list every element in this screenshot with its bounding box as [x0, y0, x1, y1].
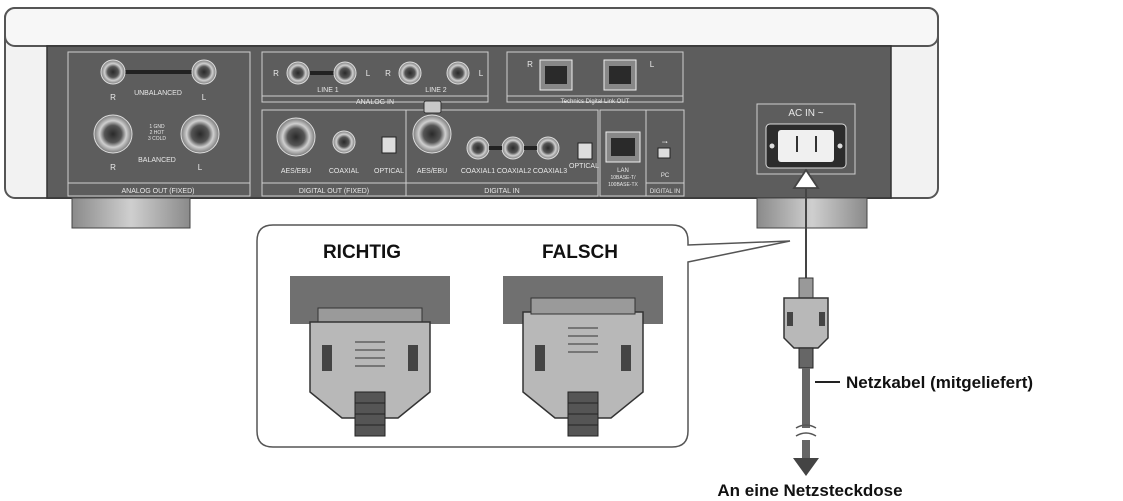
line1-r-mark: R [273, 69, 279, 78]
coaxial1-label: COAXIAL1 [461, 168, 495, 175]
coaxial1-jack [466, 136, 490, 160]
pin-legend-1: 1 GND [149, 124, 165, 130]
line1-l-mark: L [366, 69, 371, 78]
outlet-label: An eine Netzsteckdose [717, 481, 902, 500]
coaxial-out-jack [332, 130, 356, 154]
left-foot [71, 197, 191, 229]
line1-r-jack [286, 61, 310, 85]
lan-spec-1: 10BASE-T/ [610, 175, 636, 181]
analog-in-label: ANALOG IN [356, 99, 394, 106]
usb-icon: ⭬ [662, 138, 668, 147]
pc-usb-port [657, 147, 671, 159]
balanced-r-mark: R [110, 163, 116, 172]
aes-ebu-out-label: AES/EBU [281, 168, 311, 175]
line2-l-jack [446, 61, 470, 85]
plug-orientation-callout: RICHTIG FALSCH [256, 224, 791, 448]
coaxial3-jack [536, 136, 560, 160]
line2-r-jack [398, 61, 422, 85]
optical-out-port [381, 136, 397, 154]
lan-label: LAN [617, 168, 629, 174]
coaxial3-label: COAXIAL3 [533, 168, 567, 175]
lan-spec-2: 100BASE-TX [608, 182, 638, 188]
aes-ebu-in-label: AES/EBU [417, 168, 447, 175]
link-l-mark: L [650, 60, 655, 69]
balanced-l-mark: L [198, 163, 203, 172]
wrong-label: FALSCH [542, 242, 618, 263]
coaxial-out-label: COAXIAL [329, 168, 359, 175]
power-cable [783, 168, 829, 476]
lan-pc-section: LAN 10BASE-T/ 100BASE-TX ⭬ PC DIGITAL IN [599, 109, 685, 197]
aes-ebu-in-xlr [412, 114, 452, 154]
correct-label: RICHTIG [323, 242, 401, 263]
correct-plug-illustration [290, 276, 450, 437]
line2-l-mark: L [479, 69, 484, 78]
balanced-label: BALANCED [138, 157, 176, 164]
wrong-plug-illustration [503, 276, 663, 437]
analog-out-section: R L UNBALANCED 1 GND 2 HOT 3 COLD BALANC… [67, 51, 251, 197]
optical-in-port [577, 142, 593, 160]
line2-label: LINE 2 [425, 87, 447, 94]
balanced-r-xlr [93, 114, 133, 154]
digital-in-label: DIGITAL IN [484, 188, 519, 195]
line1-l-jack [333, 61, 357, 85]
pin-legend-2: 2 HOT [150, 130, 165, 136]
cable-label: Netzkabel (mitgeliefert) [846, 373, 1033, 392]
unbalanced-l-jack [191, 59, 217, 85]
line1-label: LINE 1 [317, 87, 339, 94]
analog-out-label: ANALOG OUT (FIXED) [122, 188, 195, 195]
unbalanced-label: UNBALANCED [134, 90, 182, 97]
unbalanced-l-mark: L [202, 93, 207, 102]
pin-legend-3: 3 COLD [148, 136, 166, 142]
line2-r-mark: R [385, 69, 391, 78]
unbalanced-r-jack [100, 59, 126, 85]
right-foot [756, 197, 868, 229]
optical-out-label: OPTICAL [374, 168, 404, 175]
digital-out-section: AES/EBU COAXIAL OPTICAL DIGITAL OUT (FIX… [261, 109, 407, 197]
unbalanced-r-mark: R [110, 93, 116, 102]
balanced-l-xlr [180, 114, 220, 154]
ac-in-label: AC IN ~ [788, 108, 823, 119]
coaxial2-jack [501, 136, 525, 160]
optical-in-label: OPTICAL [569, 163, 599, 170]
coaxial2-label: COAXIAL2 [497, 168, 531, 175]
link-out-label: Technics Digital Link OUT [561, 99, 630, 105]
aes-ebu-out-xlr [276, 117, 316, 157]
digital-in-section: AES/EBU COAXIAL1 COAXIAL2 COAXIAL3 OPTIC… [405, 100, 599, 197]
link-out-section: R L Technics Digital Link OUT [506, 51, 684, 105]
pc-label: PC [661, 173, 670, 179]
link-r-mark: R [527, 60, 533, 69]
analog-in-section: R L LINE 1 R L LINE 2 ANALOG IN [261, 51, 489, 106]
digital-out-label: DIGITAL OUT (FIXED) [299, 188, 369, 195]
digital-in2-label: DIGITAL IN [650, 189, 680, 195]
